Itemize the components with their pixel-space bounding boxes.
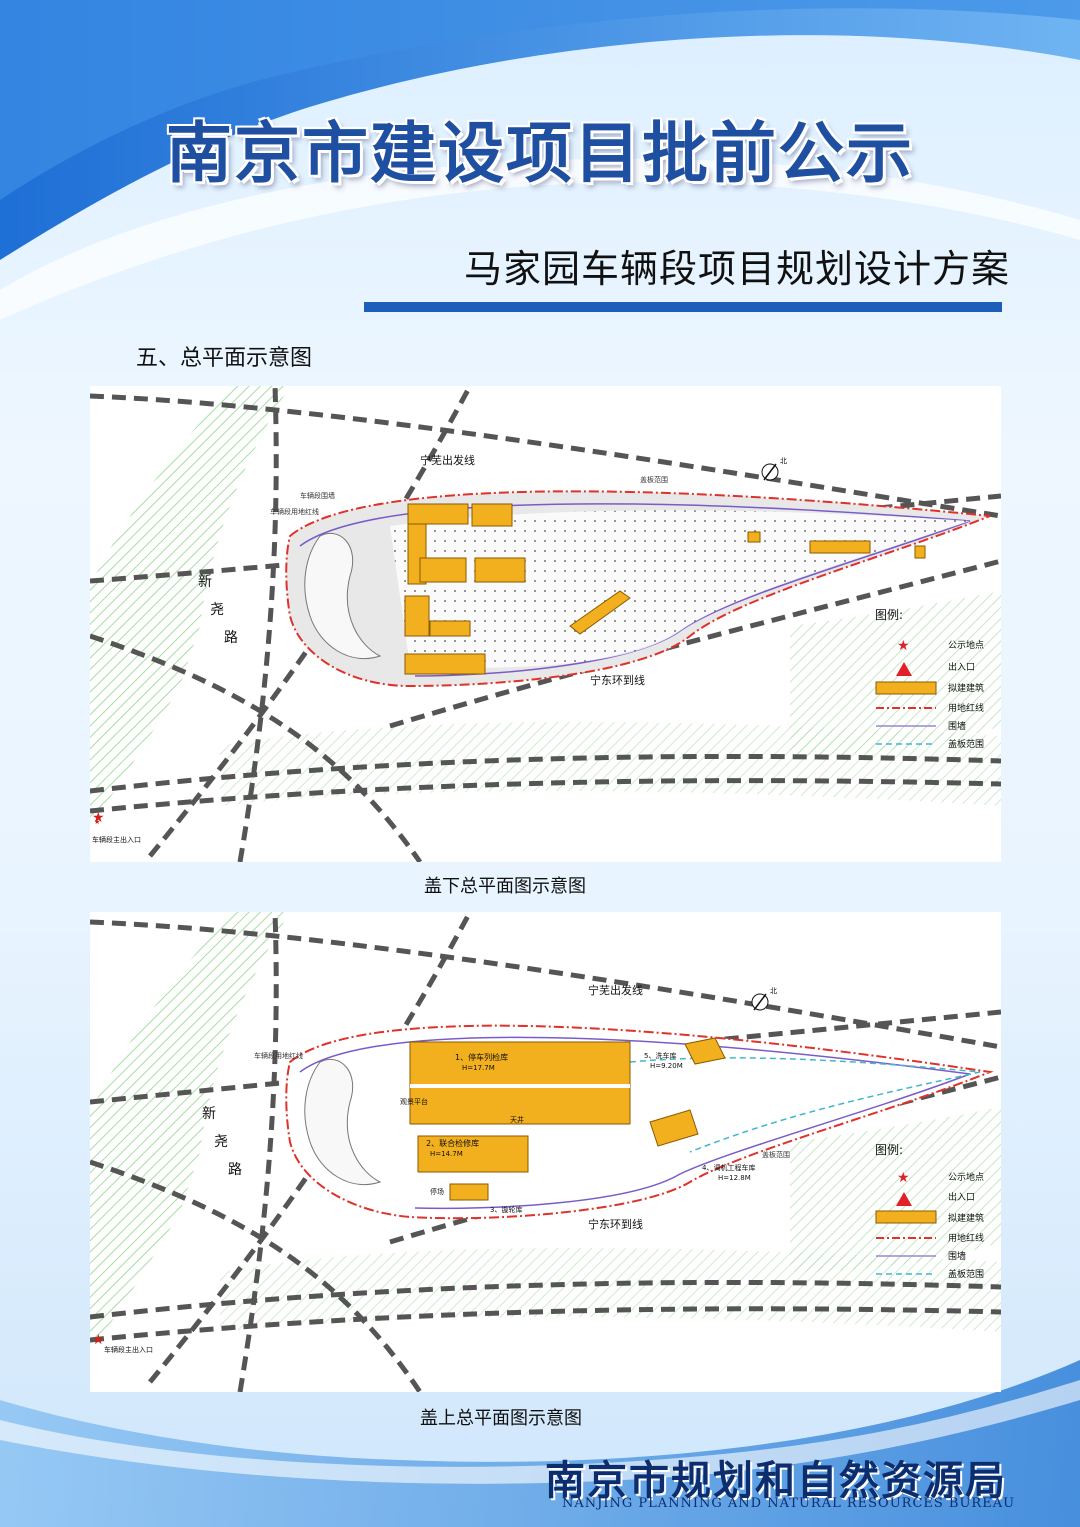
section-heading: 五、总平面示意图 bbox=[136, 346, 313, 371]
legend-upper: 图例: ★ 公示地点 出入口 拟建建筑 用地红线 围墙 盖板范围 bbox=[875, 1143, 984, 1280]
label-road-3: 路 bbox=[224, 630, 238, 646]
red-star-icon: ★ bbox=[897, 1170, 910, 1186]
project-subtitle: 马家园车辆段项目规划设计方案 bbox=[463, 247, 1010, 291]
landscape-area bbox=[90, 386, 290, 826]
entrance-star-icon: ★ bbox=[92, 1332, 105, 1348]
label-entrance: 车辆段主出入口 bbox=[104, 1345, 153, 1354]
plan-lower-deck: 宁芜出发线 宁东环到线 新 尧 路 车辆段用地红线 车辆段围墙 盖板范围 ★ ★… bbox=[90, 386, 1001, 862]
svg-text:用地红线: 用地红线 bbox=[948, 702, 984, 714]
svg-text:公示地点: 公示地点 bbox=[948, 1171, 984, 1183]
caption-lower-plan: 盖下总平面图示意图 bbox=[424, 876, 586, 897]
svg-text:北: 北 bbox=[780, 457, 787, 465]
label-redline-note: 车辆段用地红线 bbox=[270, 507, 319, 516]
svg-text:出入口: 出入口 bbox=[948, 661, 975, 673]
label-courtyard: 天井 bbox=[510, 1115, 524, 1124]
landscape-area bbox=[790, 591, 1001, 756]
svg-text:盖板范围: 盖板范围 bbox=[948, 738, 984, 750]
label-line-south: 宁东环到线 bbox=[590, 673, 645, 687]
svg-text:出入口: 出入口 bbox=[948, 1191, 975, 1203]
map-star-icon: ★ bbox=[94, 818, 100, 826]
north-arrow-icon: 北 bbox=[761, 457, 787, 481]
label-fence-note: 车辆段围墙 bbox=[300, 491, 335, 500]
label-building-2-height: H=14.7M bbox=[430, 1150, 463, 1158]
label-building-5-height: H=9.20M bbox=[650, 1062, 683, 1070]
label-building-3: 3、镟轮库 bbox=[490, 1205, 522, 1214]
label-road-2: 尧 bbox=[214, 1134, 228, 1150]
entrance-star-icon: ★ bbox=[92, 810, 105, 826]
plan-upper-deck: 1、停车列检库 H=17.7M 2、联合检修库 H=14.7M 3、镟轮库 4、… bbox=[90, 912, 1001, 1392]
label-entrance: 车辆段主出入口 bbox=[92, 835, 141, 844]
svg-text:围墙: 围墙 bbox=[948, 720, 966, 732]
svg-text:公示地点: 公示地点 bbox=[948, 639, 984, 651]
landscape-area bbox=[90, 912, 290, 1352]
north-arrow-icon: 北 bbox=[751, 987, 777, 1011]
landscape-area bbox=[790, 1107, 1001, 1272]
orange-box-icon bbox=[875, 1210, 937, 1224]
subtitle-underline-bar bbox=[364, 302, 1002, 312]
page-title: 南京市建设项目批前公示 bbox=[166, 114, 914, 192]
proposed-buildings bbox=[409, 1037, 726, 1201]
svg-text:围墙: 围墙 bbox=[948, 1250, 966, 1262]
svg-text:拟建建筑: 拟建建筑 bbox=[948, 682, 984, 694]
label-road-3: 路 bbox=[228, 1162, 242, 1178]
orange-box-icon bbox=[875, 681, 937, 695]
label-deck-note: 盖板范围 bbox=[640, 475, 668, 484]
caption-upper-plan: 盖上总平面图示意图 bbox=[420, 1408, 582, 1429]
legend-title: 图例: bbox=[875, 608, 903, 622]
proposed-buildings bbox=[404, 503, 926, 675]
label-road-1: 新 bbox=[198, 574, 212, 590]
red-triangle-icon bbox=[896, 1192, 912, 1206]
label-building-2: 2、联合检修库 bbox=[426, 1138, 479, 1148]
label-line-north: 宁芜出发线 bbox=[420, 453, 475, 467]
red-star-icon: ★ bbox=[897, 638, 910, 654]
legend-title: 图例: bbox=[875, 1143, 903, 1157]
label-line-south: 宁东环到线 bbox=[588, 1217, 643, 1231]
label-building-4: 4、调机工程车库 bbox=[702, 1163, 755, 1172]
svg-text:用地红线: 用地红线 bbox=[948, 1232, 984, 1244]
label-building-4-height: H=12.8M bbox=[718, 1174, 751, 1182]
agency-name-cn: 南京市规划和自然资源局 bbox=[545, 1457, 1007, 1504]
label-parking: 停场 bbox=[430, 1187, 444, 1196]
svg-text:盖板范围: 盖板范围 bbox=[948, 1268, 984, 1280]
label-road-1: 新 bbox=[202, 1106, 216, 1122]
label-road-2: 尧 bbox=[210, 602, 224, 618]
label-redline-note: 车辆段用地红线 bbox=[254, 1051, 303, 1060]
agency-name-en: NANJING PLANNING AND NATURAL RESOURCES B… bbox=[562, 1496, 1016, 1511]
label-platform: 观景平台 bbox=[400, 1097, 428, 1106]
label-building-5: 5、洗车库 bbox=[644, 1051, 676, 1060]
landscape-area bbox=[220, 722, 1001, 806]
label-building-1: 1、停车列检库 bbox=[455, 1052, 508, 1062]
railway-lines bbox=[90, 386, 1001, 862]
label-deck-note: 盖板范围 bbox=[762, 1150, 790, 1159]
svg-text:北: 北 bbox=[770, 987, 777, 995]
legend-lower: 图例: ★ 公示地点 出入口 拟建建筑 用地红线 围墙 盖板范围 bbox=[875, 608, 984, 750]
svg-text:拟建建筑: 拟建建筑 bbox=[948, 1212, 984, 1224]
label-building-1-height: H=17.7M bbox=[462, 1064, 495, 1072]
red-triangle-icon bbox=[896, 662, 912, 676]
label-line-north: 宁芜出发线 bbox=[588, 983, 643, 997]
